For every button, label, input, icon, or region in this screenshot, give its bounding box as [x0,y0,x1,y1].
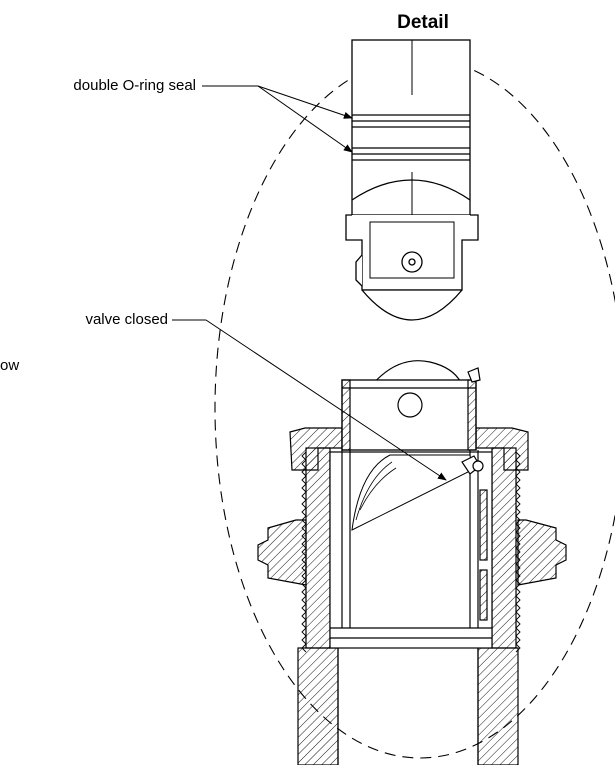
threads-left [301,451,307,653]
diagram-title: Detail [397,12,449,33]
oring-grooves [352,114,470,161]
oring-seal-label: double O-ring seal [73,77,196,94]
sleeve-port-icon [397,392,423,418]
valve-hinge-icon [472,460,484,472]
edge-fragment-label: ow [0,357,19,374]
detail-boundary-ellipse [214,57,615,759]
upper-plug [345,39,479,321]
oring-arrow-upper [257,85,353,119]
receptacle [257,360,567,765]
threads-right [515,451,521,653]
valve-closed-label: valve closed [85,311,168,328]
valve-arrow [205,319,447,481]
leader-lines [172,85,447,481]
oring-arrow-lower [257,85,353,153]
